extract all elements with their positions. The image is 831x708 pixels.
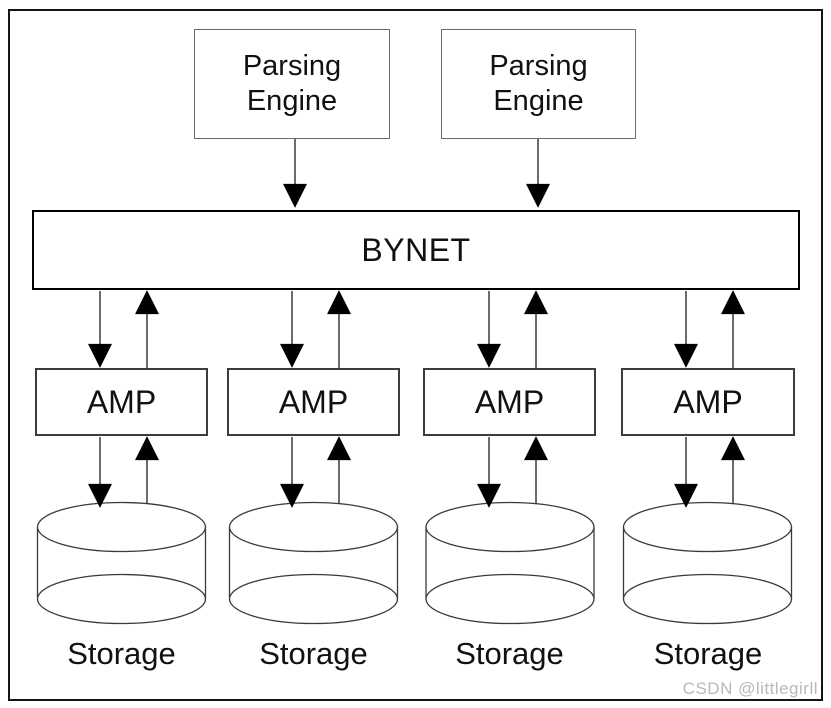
parsing-engine-box-2: Parsing Engine <box>441 29 636 139</box>
storage-label-1: Storage <box>67 636 176 671</box>
watermark: CSDN @littlegirll <box>682 679 818 698</box>
parsing-engine-box-1: Parsing Engine <box>194 29 390 139</box>
amp-box-3: AMP <box>423 368 596 436</box>
bynet-box: BYNET <box>32 210 800 290</box>
amp-label-2: AMP <box>278 383 349 420</box>
amp-box-2: AMP <box>227 368 400 436</box>
parsing-engine-label-2: Parsing Engine <box>489 49 588 117</box>
amp-label-4: AMP <box>673 383 743 420</box>
amp-label-1: AMP <box>86 383 157 420</box>
storage-label-2: Storage <box>259 636 368 671</box>
diagram-outer-border <box>8 9 823 701</box>
amp-box-1: AMP <box>35 368 208 436</box>
storage-label-4: Storage <box>653 636 763 671</box>
amp-box-4: AMP <box>621 368 795 436</box>
parsing-engine-label-1: Parsing Engine <box>242 49 342 117</box>
amp-label-3: AMP <box>474 383 545 420</box>
bynet-label: BYNET <box>361 231 471 268</box>
storage-label-3: Storage <box>455 636 564 671</box>
